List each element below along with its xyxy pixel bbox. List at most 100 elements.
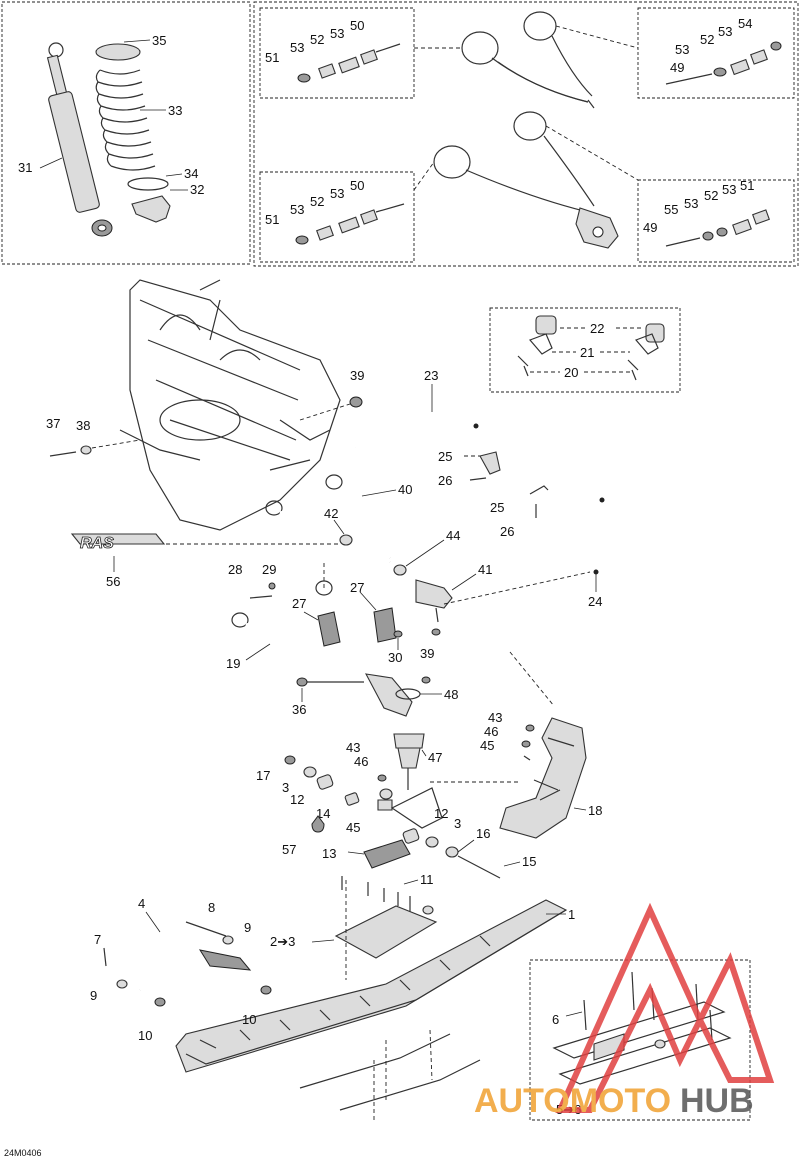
callout-51-tl: 51 xyxy=(265,50,279,65)
callout-50-bl: 50 xyxy=(350,178,364,193)
ski-leg xyxy=(499,717,587,839)
watermark-word-b: HUB xyxy=(680,1082,754,1120)
ras-logo-text: RAS xyxy=(80,535,114,552)
callout-45-b: 45 xyxy=(480,738,494,753)
callout-55-br: 55 xyxy=(664,202,678,217)
callout-52-bl: 52 xyxy=(310,194,324,209)
callout-42: 42 xyxy=(324,506,338,521)
callout-33: 33 xyxy=(168,103,182,118)
callout-3-b: 3 xyxy=(454,816,461,831)
lower-a-arm xyxy=(433,111,619,249)
callout-53-tl-b: 53 xyxy=(330,26,344,41)
callout-24: 24 xyxy=(588,594,602,609)
callout-29: 29 xyxy=(262,562,276,577)
callout-15: 15 xyxy=(522,854,536,869)
callout-49-tr: 49 xyxy=(670,60,684,75)
callout-45-a: 45 xyxy=(346,820,360,835)
callout-2-to-3: 2➔3 xyxy=(270,934,295,949)
lower-a-arm-main xyxy=(231,580,413,717)
callout-9-b: 9 xyxy=(244,920,251,935)
callout-43-b: 43 xyxy=(488,710,502,725)
callout-52-tr: 52 xyxy=(700,32,714,47)
callout-39-b: 39 xyxy=(420,646,434,661)
callout-38: 38 xyxy=(76,418,90,433)
callout-11: 11 xyxy=(420,872,434,887)
callout-25-a: 25 xyxy=(438,449,452,464)
callout-35: 35 xyxy=(152,33,166,48)
callout-20: 20 xyxy=(564,365,578,380)
hardware-bottom-right: 49 55 53 52 53 51 xyxy=(643,178,770,247)
hardware-bottom-left: 51 53 52 53 50 xyxy=(265,178,405,245)
callout-52-br: 52 xyxy=(704,188,718,203)
callout-51-bl: 51 xyxy=(265,212,279,227)
callout-43-a: 43 xyxy=(346,740,360,755)
callout-57: 57 xyxy=(282,842,296,857)
callout-27-b: 27 xyxy=(350,580,364,595)
callout-1: 1 xyxy=(568,907,575,922)
callout-26-b: 26 xyxy=(500,524,514,539)
callout-19: 19 xyxy=(226,656,240,671)
callout-53-br-b: 53 xyxy=(722,182,736,197)
callout-16: 16 xyxy=(476,826,490,841)
callout-32: 32 xyxy=(190,182,204,197)
shock-spring-detail: 35 33 31 34 32 xyxy=(1,1,251,265)
callout-46-b: 46 xyxy=(484,724,498,739)
callout-23: 23 xyxy=(424,368,438,383)
ras-logo-decal: RAS xyxy=(70,533,166,552)
callout-17: 17 xyxy=(256,768,270,783)
callout-12-a: 12 xyxy=(290,792,304,807)
callout-28: 28 xyxy=(228,562,242,577)
callout-52-tl: 52 xyxy=(310,32,324,47)
callout-3-a: 3 xyxy=(282,780,289,795)
callout-39-a: 39 xyxy=(350,368,364,383)
callout-22: 22 xyxy=(590,321,604,336)
watermark-word-a: AUTOMOTO xyxy=(474,1082,671,1120)
callout-53-tr-b: 53 xyxy=(718,24,732,39)
callout-13: 13 xyxy=(322,846,336,861)
callout-53-br-a: 53 xyxy=(684,196,698,211)
upper-a-arm-main xyxy=(265,474,392,564)
chassis-frame xyxy=(119,279,341,531)
drawing-code: 24M0406 xyxy=(4,1148,42,1158)
callout-37: 37 xyxy=(46,416,60,431)
callout-50-tl: 50 xyxy=(350,18,364,33)
sway-bar xyxy=(353,391,626,581)
callout-10-a: 10 xyxy=(138,1028,152,1043)
callout-9-a: 9 xyxy=(90,988,97,1003)
hardware-top-right: 49 53 52 53 54 xyxy=(665,16,782,85)
callout-44: 44 xyxy=(446,528,460,543)
callout-46-a: 46 xyxy=(354,754,368,769)
callout-53-tl-a: 53 xyxy=(290,40,304,55)
callout-27-a: 27 xyxy=(292,596,306,611)
callout-53-bl-b: 53 xyxy=(330,186,344,201)
callout-47: 47 xyxy=(428,750,442,765)
upper-a-arm xyxy=(461,11,595,109)
callout-18: 18 xyxy=(588,803,602,818)
ski-handle xyxy=(118,927,264,991)
callout-40: 40 xyxy=(398,482,412,497)
callout-6: 6 xyxy=(552,1012,559,1027)
callout-25-b: 25 xyxy=(490,500,504,515)
watermark-logo: AUTOMOTO HUB xyxy=(474,902,775,1120)
bushing-detail xyxy=(517,315,665,381)
callout-14: 14 xyxy=(316,806,330,821)
callout-21: 21 xyxy=(580,345,594,360)
callout-54-tr: 54 xyxy=(738,16,752,31)
callout-34: 34 xyxy=(184,166,198,181)
callout-12-b: 12 xyxy=(434,806,448,821)
shock-absorber xyxy=(46,42,113,237)
coil-spring xyxy=(95,43,171,223)
callout-49-br: 49 xyxy=(643,220,657,235)
callout-7: 7 xyxy=(94,932,101,947)
callout-41: 41 xyxy=(478,562,492,577)
callout-51-br: 51 xyxy=(740,178,754,193)
callout-56: 56 xyxy=(106,574,120,589)
spindle xyxy=(393,733,425,790)
callout-31: 31 xyxy=(18,160,32,175)
callout-26-a: 26 xyxy=(438,473,452,488)
hardware-top-left: 51 53 52 53 50 xyxy=(265,18,401,83)
callout-10-b: 10 xyxy=(242,1012,256,1027)
callout-30: 30 xyxy=(388,650,402,665)
callout-4: 4 xyxy=(138,896,145,911)
